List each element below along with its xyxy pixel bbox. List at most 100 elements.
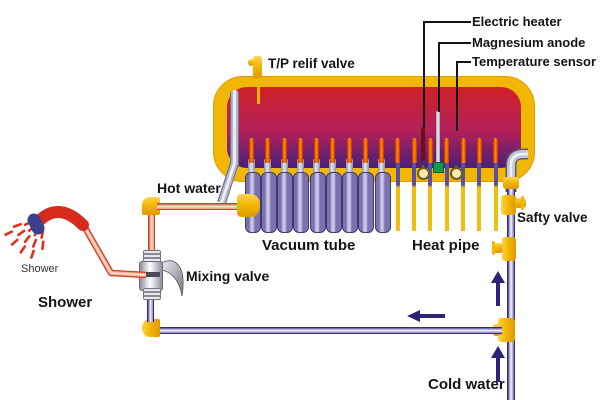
arrow-shaft <box>496 283 500 306</box>
vacuum-tube <box>358 172 375 233</box>
heat-pipe-bare <box>412 163 417 231</box>
label-temperature-sensor: Temperature sensor <box>472 54 597 69</box>
heat-pipe-condenser-tip <box>493 138 499 163</box>
magnesium-anode-leader-v <box>438 42 440 112</box>
spray-drop <box>30 249 35 259</box>
arrow-shaft <box>496 358 500 382</box>
vacuum-tube <box>325 172 342 233</box>
mixing-valve-band <box>140 272 160 277</box>
arrow-head <box>491 271 505 283</box>
arrow-shaft <box>419 314 445 318</box>
heat-pipe-bare <box>477 163 482 231</box>
spray-drop <box>31 238 38 248</box>
spray-drop <box>17 229 26 237</box>
heat-pipe-bare <box>395 163 400 231</box>
cold-flow-arrow-upper <box>491 271 505 306</box>
heat-pipe-stem <box>313 159 321 176</box>
shower-hose-highlight <box>83 225 147 276</box>
heat-pipe-condenser-tip <box>460 138 466 163</box>
label-hot-water: Hot water <box>157 180 221 196</box>
electric-heater-leader-h <box>423 21 471 23</box>
label-mixing-valve: Mixing valve <box>186 268 270 284</box>
safety-valve-spout <box>515 198 526 208</box>
spray-drop <box>12 222 22 228</box>
mixing-valve-hot-pipe <box>148 213 155 253</box>
label-electric-heater: Electric heater <box>472 14 562 29</box>
shower-head-cap <box>27 213 45 235</box>
vacuum-tube <box>374 172 391 233</box>
heat-pipe-bare <box>444 163 449 231</box>
temperature-sensor-symbol-right <box>450 165 463 180</box>
electric-heater-rod <box>421 127 425 161</box>
tp-relief-valve-spout <box>248 59 254 66</box>
heat-pipe-stem <box>248 159 255 176</box>
spray-drop <box>10 238 19 246</box>
heat-pipe-stem <box>296 159 304 176</box>
heat-pipe-condenser-tip <box>249 138 254 163</box>
heat-pipe-stem <box>345 159 353 176</box>
hot-water-pipe <box>157 203 245 210</box>
safety-valve-spout-ridge <box>521 196 524 210</box>
label-safety-valve: Safty valve <box>517 210 588 225</box>
vacuum-tube <box>309 172 326 233</box>
heat-pipe-stem <box>329 159 337 176</box>
shower-hose-fill <box>82 225 147 277</box>
spray-drop <box>41 240 45 251</box>
label-shower: Shower <box>38 294 93 311</box>
heat-pipe-condenser-tip <box>346 138 352 163</box>
inlet-valve-spout-ridge <box>492 241 495 255</box>
mixing-valve-cold-pipe <box>147 294 154 322</box>
heat-pipe-condenser-tip <box>297 138 303 163</box>
heat-pipe-condenser-tip <box>362 138 368 163</box>
heat-pipe-stem <box>264 159 272 176</box>
heat-pipe-stem <box>378 159 386 176</box>
vacuum-tube <box>277 172 294 233</box>
spray-drop <box>23 234 31 244</box>
heat-pipe-condenser-tip <box>444 138 450 163</box>
shower-head <box>31 206 89 231</box>
magnesium-anode-rod <box>436 111 440 164</box>
vacuum-tube <box>293 172 310 233</box>
tank-outlet-elbow <box>505 148 529 192</box>
top-left-elbow <box>142 197 160 215</box>
label-shower-small: Shower <box>21 263 59 275</box>
inlet-valve-spout <box>493 243 503 253</box>
heat-pipe-condenser-tip <box>379 138 385 163</box>
heat-pipe-bare <box>493 163 498 231</box>
label-magnesium-anode: Magnesium anode <box>472 35 586 50</box>
mixing-valve-bottom-thread <box>143 288 161 300</box>
inlet-valve-body <box>502 237 516 261</box>
heat-pipe-condenser-tip <box>395 138 401 163</box>
safety-valve-body <box>501 195 516 215</box>
heat-pipe-condenser-tip <box>314 138 320 163</box>
heat-pipe-bare <box>461 163 465 231</box>
arrow-head <box>407 310 420 322</box>
vacuum-tube <box>342 172 359 233</box>
mixing-valve-handle <box>158 260 184 297</box>
electric-heater-leader-v <box>423 21 425 128</box>
label-cold-water: Cold water <box>428 376 505 393</box>
cold-water-riser-pipe <box>507 186 515 400</box>
heat-pipe-condenser-tip <box>265 138 271 163</box>
riser-connector <box>503 177 519 189</box>
temperature-sensor-leader-h <box>456 61 471 63</box>
label-tp-relief-valve: T/P relif valve <box>268 56 355 71</box>
cold-water-tee-joint <box>498 318 515 342</box>
temperature-sensor-leader-v <box>456 61 458 131</box>
tp-relief-valve <box>253 56 262 79</box>
shower-assembly <box>4 206 147 279</box>
hot-water-elbow <box>237 194 260 217</box>
hot-water-dip-tube <box>230 90 239 167</box>
vacuum-tube <box>260 172 277 233</box>
heat-pipe-condenser-tip <box>476 138 482 163</box>
heat-pipe-condenser-tip <box>411 138 417 163</box>
shower-hose <box>81 224 147 279</box>
storage-tank-interior <box>227 87 521 168</box>
cold-flow-arrow-lower <box>491 346 505 382</box>
label-heat-pipe: Heat pipe <box>412 237 480 254</box>
mixed-flow-arrow-left <box>407 310 447 322</box>
spray-drop <box>19 245 27 254</box>
magnesium-anode-tip <box>433 162 444 173</box>
heat-pipe-stem <box>361 159 369 176</box>
